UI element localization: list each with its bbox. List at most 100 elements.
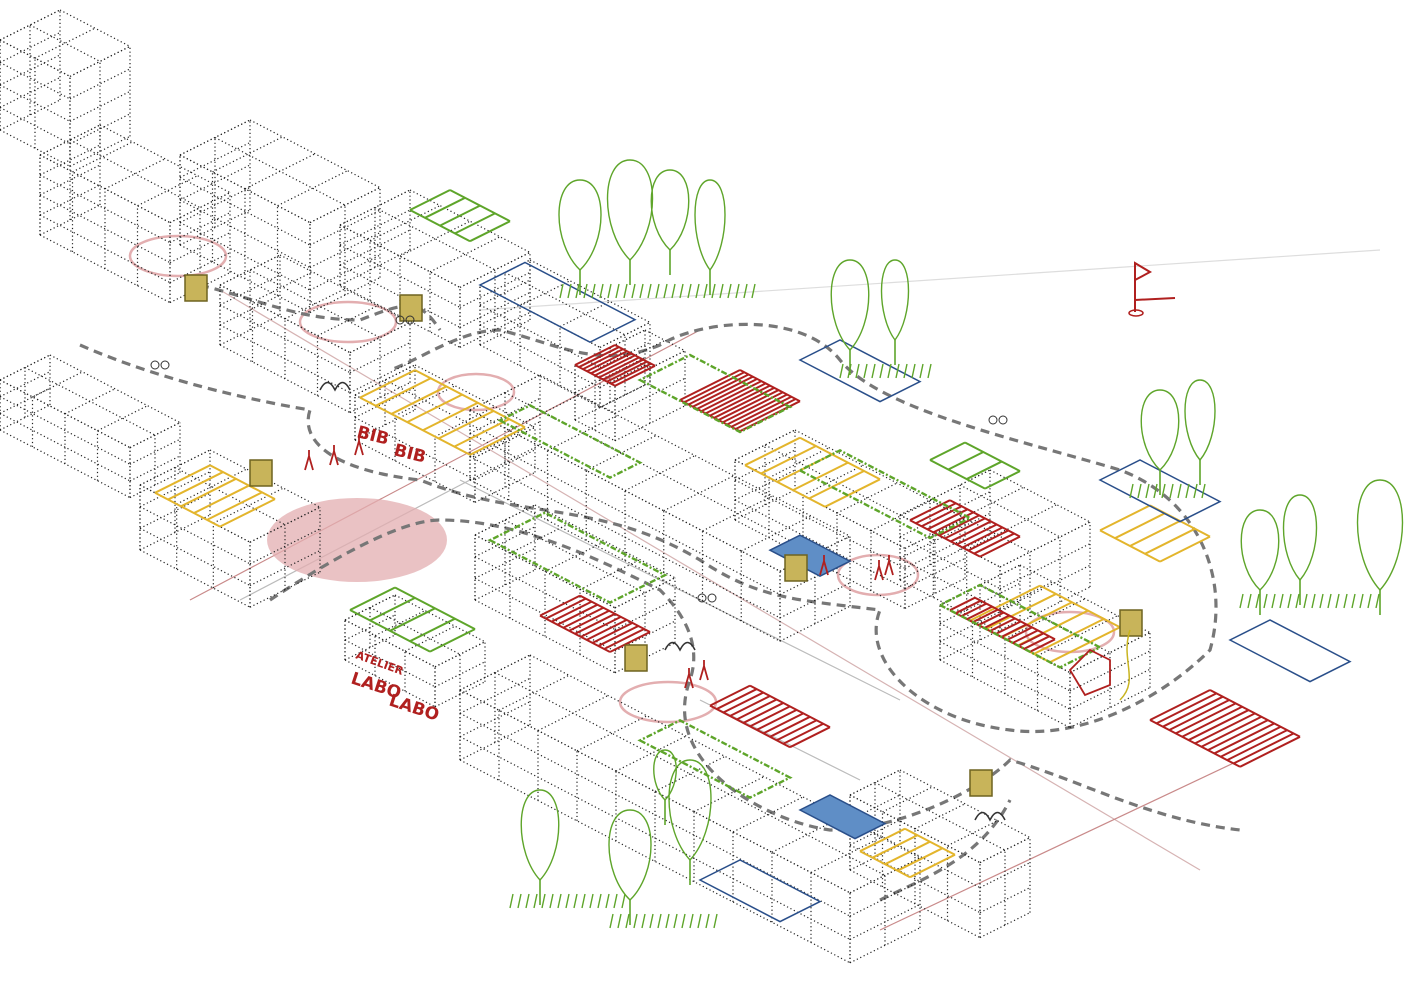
green-roof xyxy=(637,353,793,434)
grass-stroke xyxy=(1311,593,1316,609)
frame-floor xyxy=(179,209,251,246)
frame-beam xyxy=(374,610,426,637)
red-deck xyxy=(1207,719,1269,751)
street-line xyxy=(879,759,1241,931)
tree-canopy xyxy=(608,809,652,901)
frame-floor xyxy=(309,277,381,314)
bicycle-icon xyxy=(160,360,170,370)
bicycle-icon xyxy=(395,315,405,325)
grass-stroke xyxy=(617,913,622,929)
tree-canopy xyxy=(606,159,654,261)
red-canopy xyxy=(972,608,999,623)
timber-pergola xyxy=(180,477,237,508)
greenhouse xyxy=(349,586,396,611)
person-icon xyxy=(684,668,694,689)
frame-beam xyxy=(369,205,441,242)
frame-floor xyxy=(899,469,991,516)
red-canopy xyxy=(578,346,620,368)
frame-floor xyxy=(339,189,411,226)
grass-stroke xyxy=(1169,483,1174,499)
plaza-circles xyxy=(128,234,1116,724)
grass-stroke xyxy=(613,893,618,909)
frame-floor xyxy=(39,214,171,284)
timber-pergola xyxy=(872,834,918,859)
frame-beam xyxy=(874,781,1006,851)
greenhouse xyxy=(409,189,451,211)
red-canopy xyxy=(574,612,616,635)
timber-pergola xyxy=(744,464,826,508)
timber-pergola xyxy=(1114,512,1166,540)
frame-floor xyxy=(249,571,321,608)
door-panel-icon xyxy=(249,459,273,487)
frame-floor xyxy=(139,514,211,551)
timber-pergola xyxy=(193,484,250,514)
frame-beam xyxy=(732,796,804,833)
frame-floor xyxy=(0,404,51,431)
frame-floor xyxy=(734,479,906,569)
frame-floor xyxy=(849,857,921,894)
frame-floor xyxy=(0,429,131,499)
frame-floor xyxy=(939,659,1071,729)
frame-floor xyxy=(0,106,71,145)
frame-floor xyxy=(459,759,851,964)
grass-stroke xyxy=(727,283,732,299)
person-icon xyxy=(884,555,894,576)
greenhouse xyxy=(369,597,416,622)
red-canopy xyxy=(782,722,824,745)
red-canopy xyxy=(769,715,811,738)
red-canopy xyxy=(949,596,976,612)
frame-floor xyxy=(999,543,1091,590)
red-canopy xyxy=(614,364,656,387)
grass-stroke xyxy=(509,893,514,909)
frame-floor xyxy=(849,844,981,914)
frame-beam xyxy=(494,671,886,876)
timber-pergola xyxy=(359,396,471,456)
green-roof xyxy=(487,511,668,604)
frame-floor xyxy=(309,254,381,291)
grass-stroke xyxy=(687,283,692,299)
frame-beam xyxy=(32,371,83,398)
trees xyxy=(509,159,1404,929)
greenhouse xyxy=(984,470,1021,490)
greenhouse xyxy=(947,451,984,471)
frame-floor xyxy=(249,549,321,587)
grass-stroke xyxy=(863,363,868,379)
bike-rack-icon xyxy=(974,811,1006,822)
frame-floor xyxy=(219,324,351,394)
tree-canopy xyxy=(830,259,870,351)
door-panel-icon xyxy=(969,769,993,797)
red-canopy xyxy=(557,603,598,626)
grass-stroke xyxy=(541,893,546,909)
red-deck xyxy=(1209,689,1301,738)
red-canopy xyxy=(539,614,611,653)
red-canopy xyxy=(960,602,987,618)
frame-floor xyxy=(599,361,651,388)
frame-floor xyxy=(219,304,351,374)
grass-stroke xyxy=(607,283,612,299)
grass-stroke xyxy=(1359,593,1364,609)
door-panel-icon xyxy=(1119,609,1143,637)
grass-stroke xyxy=(631,283,636,299)
frame-beam xyxy=(49,354,181,424)
red-canopy xyxy=(574,364,616,387)
red-canopy xyxy=(609,631,651,653)
frame-floor xyxy=(339,209,411,246)
greenhouse xyxy=(454,212,496,235)
frame-floor xyxy=(249,506,321,543)
grass-stroke xyxy=(1137,483,1142,499)
grass-stroke xyxy=(565,893,570,909)
bicycle-icon xyxy=(150,360,160,370)
red-canopy xyxy=(1012,629,1039,644)
red-canopy xyxy=(978,611,1005,626)
door-panel-icon xyxy=(784,554,808,582)
frame-beam xyxy=(539,374,851,537)
grass-stroke xyxy=(655,283,660,299)
dashed-plot xyxy=(1228,619,1352,683)
red-canopy xyxy=(590,352,632,375)
grass-stroke xyxy=(665,913,670,929)
red-deck xyxy=(1226,729,1288,762)
red-canopy xyxy=(966,605,993,621)
frame-beam xyxy=(97,405,148,432)
person-icon xyxy=(819,555,829,576)
